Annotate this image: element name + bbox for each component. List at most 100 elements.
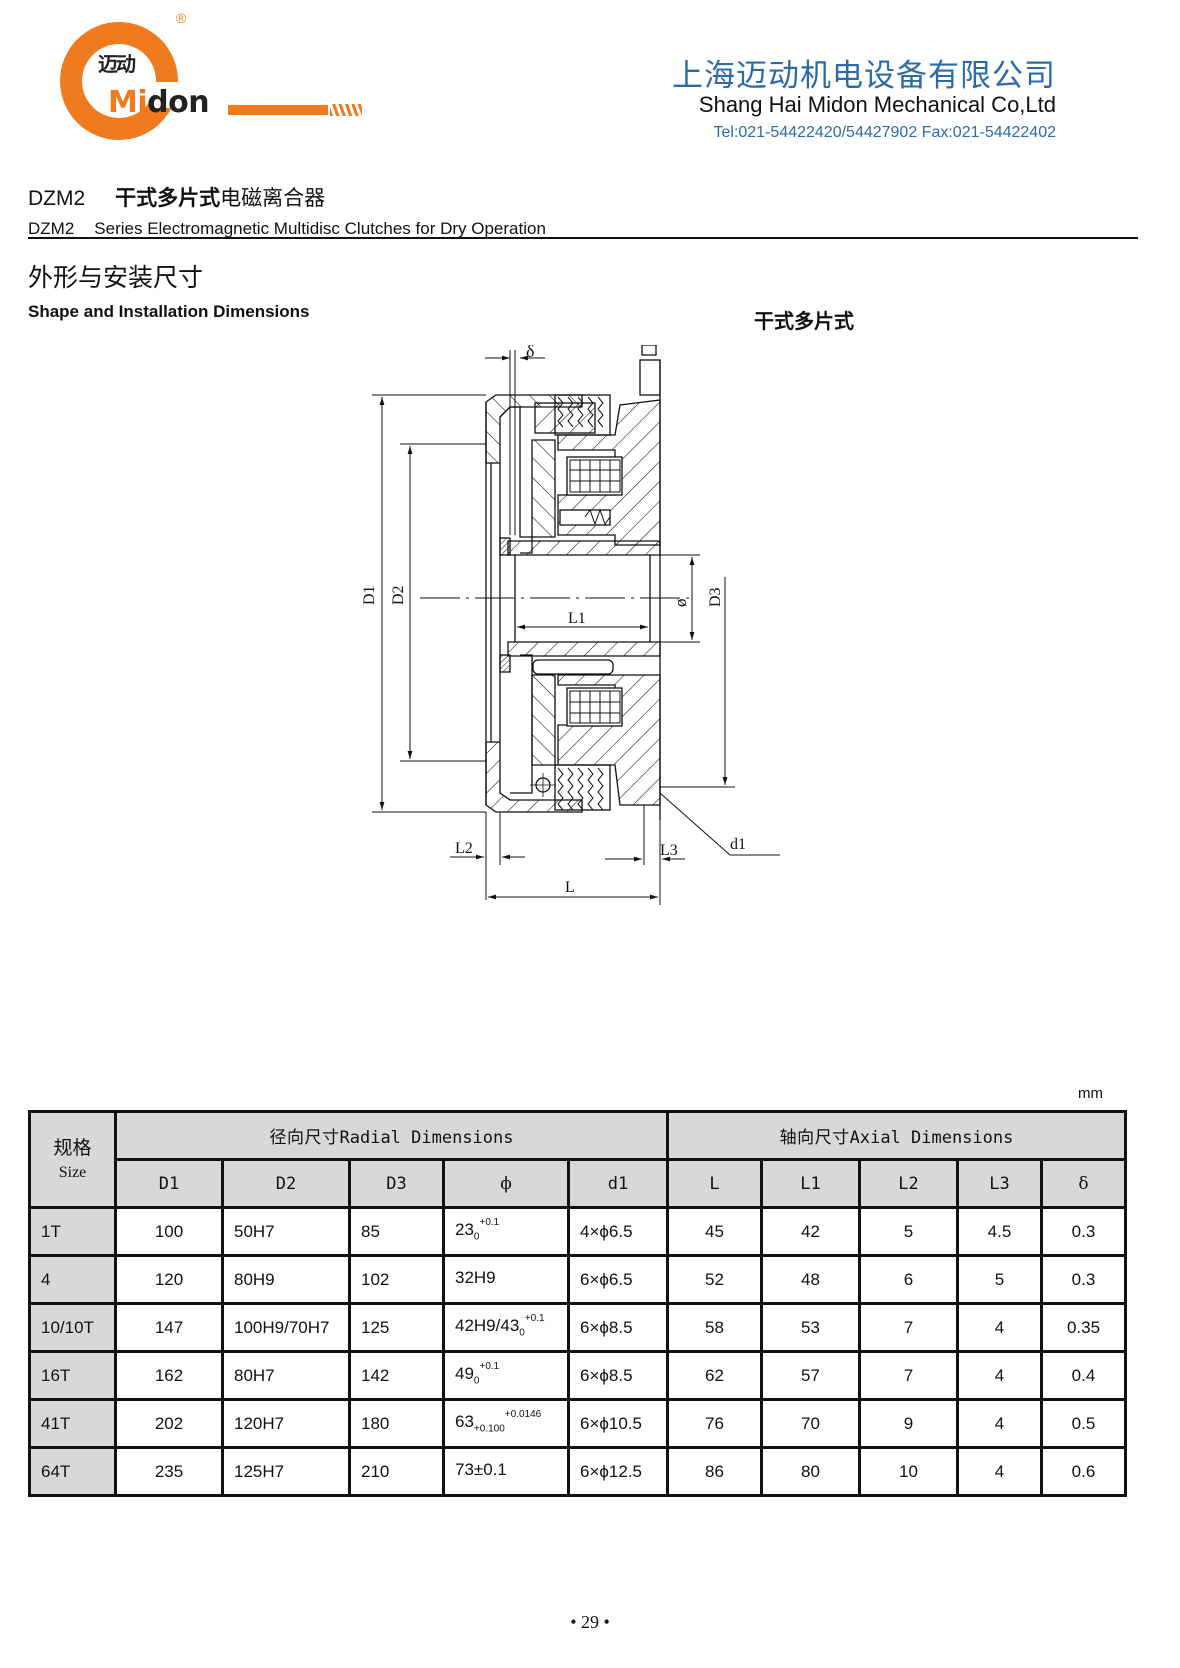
terminal-block — [639, 345, 661, 396]
dim-D3: D3 — [660, 577, 735, 788]
table-row: 1T 100 50H7 85 230+0.1 4×ϕ6.5 45 42 5 4.… — [28, 1206, 1127, 1257]
svg-text:δ: δ — [526, 345, 534, 361]
size-header: 规格 Size — [28, 1110, 117, 1209]
svg-text:L1: L1 — [568, 610, 586, 627]
table-row: 64T 235 125H7 210 73±0.1 6×ϕ12.5 86 80 1… — [28, 1446, 1127, 1497]
cell-D2: 125H7 — [221, 1446, 351, 1497]
units-label: mm — [1078, 1085, 1103, 1102]
section-title-en: Shape and Installation Dimensions — [28, 302, 310, 321]
cell-D1: 100 — [114, 1206, 224, 1257]
dimensions-table: 规格 Size 径向尺寸Radial Dimensions 轴向尺寸Axial … — [28, 1110, 1127, 1497]
cell-delta: 0.3 — [1040, 1206, 1127, 1257]
company-contact: Tel:021-54422420/54427902 Fax:021-544224… — [713, 124, 1056, 141]
cell-d1: 6×ϕ8.5 — [567, 1302, 669, 1353]
cell-L2: 5 — [858, 1206, 959, 1257]
cell-L2: 6 — [858, 1254, 959, 1305]
logo-cn-text: 迈动 — [98, 52, 136, 76]
cell-D2: 50H7 — [221, 1206, 351, 1257]
logo-ring-gap — [154, 82, 184, 108]
svg-text:L2: L2 — [455, 840, 473, 857]
size-header-en: Size — [58, 1164, 87, 1182]
logo-wordmark: Midon — [108, 85, 210, 120]
friction-discs-top — [534, 394, 611, 436]
col-header-L1: L1 — [760, 1158, 861, 1209]
dim-L: L — [488, 820, 661, 905]
dim-D2: D2 — [390, 443, 486, 762]
cell-size: 1T — [28, 1206, 117, 1257]
table-group-header-row: 规格 Size 径向尺寸Radial Dimensions 轴向尺寸Axial … — [28, 1110, 1127, 1209]
radial-header-en: Radial Dimensions — [339, 1128, 514, 1148]
cell-L2: 10 — [858, 1446, 959, 1497]
cell-D3: 210 — [348, 1446, 445, 1497]
radial-header-cn: 径向尺寸 — [269, 1128, 340, 1148]
col-header-phi: ϕ — [442, 1158, 570, 1209]
axial-dimensions-header: 轴向尺寸Axial Dimensions — [666, 1110, 1127, 1161]
svg-text:d1: d1 — [730, 836, 746, 853]
cell-D1: 162 — [114, 1350, 224, 1401]
axial-header-en: Axial Dimensions — [849, 1128, 1014, 1148]
series-code: DZM2 — [28, 187, 86, 210]
svg-text:D1: D1 — [361, 585, 378, 605]
cell-size: 16T — [28, 1350, 117, 1401]
cell-size: 41T — [28, 1398, 117, 1449]
logo-bar — [228, 105, 328, 115]
logo-stripes — [330, 104, 362, 116]
svg-text:L: L — [565, 879, 575, 896]
cell-L3: 5 — [956, 1254, 1043, 1305]
cell-D3: 180 — [348, 1398, 445, 1449]
cell-L: 76 — [666, 1398, 763, 1449]
cell-D1: 202 — [114, 1398, 224, 1449]
cell-L: 62 — [666, 1350, 763, 1401]
cell-L: 86 — [666, 1446, 763, 1497]
cell-phi: 73±0.1 — [442, 1446, 570, 1497]
cell-L3: 4.5 — [956, 1206, 1043, 1257]
dim-d1: d1 — [659, 792, 780, 856]
dim-L1: L1 — [517, 610, 648, 630]
cell-L1: 42 — [760, 1206, 861, 1257]
table-column-header-row: D1 D2 D3 ϕ d1 L L1 L2 L3 δ — [30, 1158, 1127, 1209]
col-header-L3: L3 — [956, 1158, 1043, 1209]
cell-L1: 57 — [760, 1350, 861, 1401]
drawing-caption: 干式多片式 — [754, 309, 854, 333]
svg-text:ø: ø — [671, 599, 690, 608]
cell-d1: 6×ϕ8.5 — [567, 1350, 669, 1401]
logo-word-don: don — [147, 85, 210, 120]
cell-L: 45 — [666, 1206, 763, 1257]
cell-phi: 230+0.1 — [442, 1206, 570, 1257]
cell-D2: 120H7 — [221, 1398, 351, 1449]
svg-text:L3: L3 — [660, 842, 678, 859]
col-header-delta: δ — [1040, 1158, 1127, 1209]
cell-L1: 48 — [760, 1254, 861, 1305]
cell-D2: 80H9 — [221, 1254, 351, 1305]
cell-delta: 0.4 — [1040, 1350, 1127, 1401]
magnet-body-bottom — [530, 659, 661, 806]
dim-L2: L2 — [450, 812, 525, 900]
svg-text:D2: D2 — [390, 585, 407, 605]
cell-L3: 4 — [956, 1302, 1043, 1353]
col-header-d1: d1 — [567, 1158, 669, 1209]
cell-d1: 6×ϕ6.5 — [567, 1254, 669, 1305]
table-row: 41T 202 120H7 180 63+0.100+0.0146 6×ϕ10.… — [28, 1398, 1127, 1449]
cell-D3: 125 — [348, 1302, 445, 1353]
col-header-L2: L2 — [858, 1158, 959, 1209]
registered-mark: ® — [176, 10, 187, 26]
cell-L: 58 — [666, 1302, 763, 1353]
cell-L2: 9 — [858, 1398, 959, 1449]
company-name-en: Shang Hai Midon Mechanical Co,Ltd — [698, 92, 1056, 117]
rotor-outline — [499, 406, 533, 554]
cell-L2: 7 — [858, 1302, 959, 1353]
cell-D1: 120 — [114, 1254, 224, 1305]
cell-L1: 70 — [760, 1398, 861, 1449]
col-header-D2: D2 — [221, 1158, 351, 1209]
dim-L3: L3 — [605, 805, 685, 865]
table-row: 16T 162 80H7 142 490+0.1 6×ϕ8.5 62 57 7 … — [28, 1350, 1127, 1401]
clutch-section-drawing: D1 D2 ø D3 L1 δ L2 — [361, 345, 780, 905]
cell-L3: 4 — [956, 1398, 1043, 1449]
cell-d1: 4×ϕ6.5 — [567, 1206, 669, 1257]
seal-ring-bottom — [499, 654, 511, 673]
cell-d1: 6×ϕ12.5 — [567, 1446, 669, 1497]
cell-D2: 100H9/70H7 — [221, 1302, 351, 1353]
cell-D3: 102 — [348, 1254, 445, 1305]
